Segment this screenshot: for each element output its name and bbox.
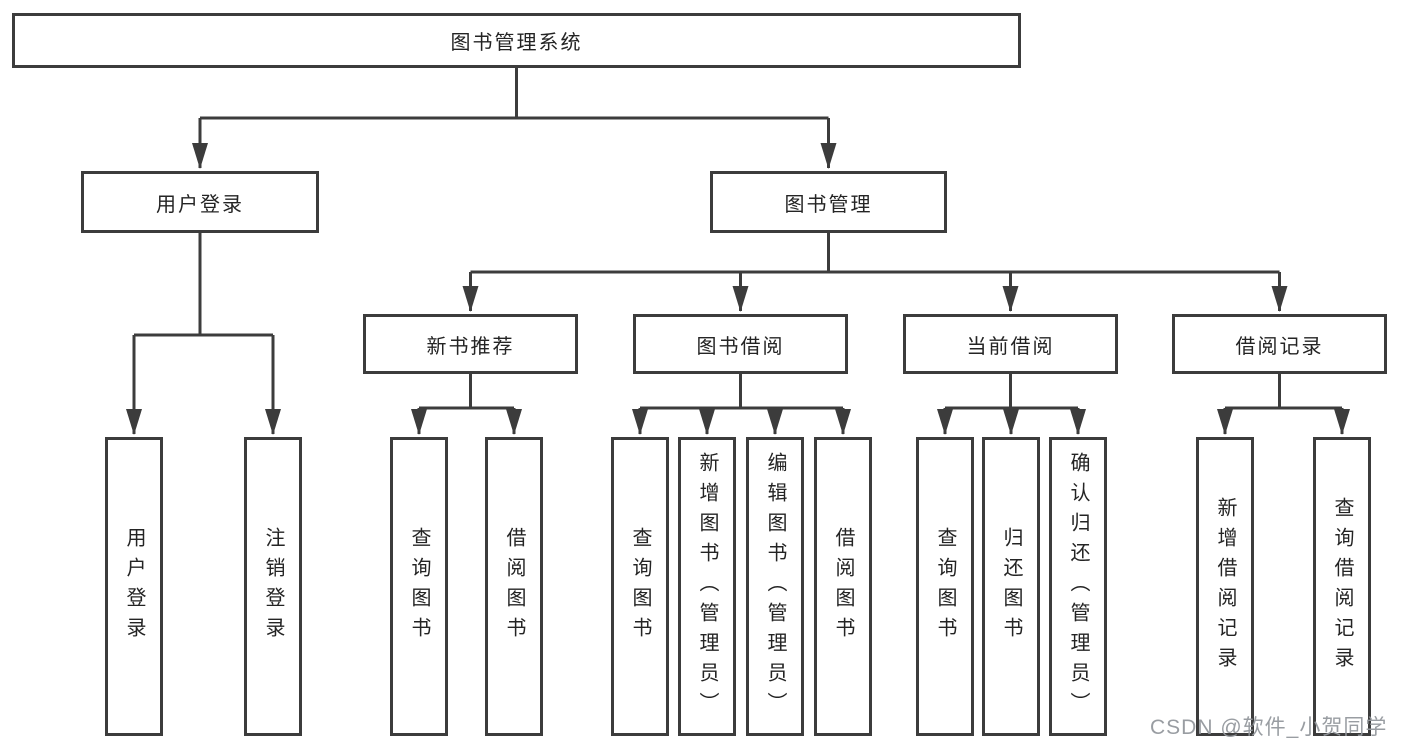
leaf-borrowing-borrow-books: 借阅图书 — [814, 437, 872, 736]
leaf-newbooks-borrow-books: 借阅图书 — [485, 437, 543, 736]
leaf-borrowing-query-books: 查询图书 — [611, 437, 669, 736]
node-label: 借阅图书 — [832, 526, 854, 647]
leaf-logout: 注销登录 — [244, 437, 302, 736]
csdn-watermark: CSDN @软件_小贺同学 — [1150, 716, 1388, 739]
leaf-current-return-books: 归还图书 — [982, 437, 1040, 736]
node-label: 编辑图书（管理员） — [764, 451, 786, 722]
node-label: 借阅记录 — [1235, 335, 1324, 358]
node-new-book-recommend: 新书推荐 — [363, 314, 578, 374]
node-label: 查询图书 — [934, 526, 956, 647]
node-book-management: 图书管理 — [710, 171, 947, 233]
leaf-borrowing-add-books-admin: 新增图书（管理员） — [678, 437, 736, 736]
node-library-management-system: 图书管理系统 — [12, 13, 1021, 68]
leaf-borrowing-edit-books-admin: 编辑图书（管理员） — [746, 437, 804, 736]
node-label: 查询图书 — [408, 526, 430, 647]
node-label: 确认归还（管理员） — [1067, 451, 1089, 722]
node-label: 用户登录 — [156, 193, 244, 216]
node-label: 当前借阅 — [966, 335, 1055, 358]
node-label: 注销登录 — [262, 526, 284, 647]
node-label: 图书借阅 — [696, 335, 785, 358]
leaf-current-query-books: 查询图书 — [916, 437, 974, 736]
leaf-records-query-record: 查询借阅记录 — [1313, 437, 1371, 736]
node-current-borrowing: 当前借阅 — [903, 314, 1118, 374]
node-label: 图书管理系统 — [450, 32, 583, 54]
node-borrowing-records: 借阅记录 — [1172, 314, 1387, 374]
node-label: 归还图书 — [1000, 526, 1022, 647]
node-book-borrowing: 图书借阅 — [633, 314, 848, 374]
leaf-records-add-record: 新增借阅记录 — [1196, 437, 1254, 736]
node-label: 新书推荐 — [426, 335, 515, 358]
leaf-current-confirm-return-admin: 确认归还（管理员） — [1049, 437, 1107, 736]
node-label: 查询借阅记录 — [1331, 496, 1353, 677]
leaf-user-login: 用户登录 — [105, 437, 163, 736]
node-label: 借阅图书 — [503, 526, 525, 647]
node-label: 用户登录 — [123, 526, 145, 647]
node-label: 图书管理 — [784, 193, 873, 216]
leaf-newbooks-query-books: 查询图书 — [390, 437, 448, 736]
node-label: 新增借阅记录 — [1214, 496, 1236, 677]
node-user-login: 用户登录 — [81, 171, 319, 233]
node-label: 新增图书（管理员） — [696, 451, 718, 722]
node-label: 查询图书 — [629, 526, 651, 647]
